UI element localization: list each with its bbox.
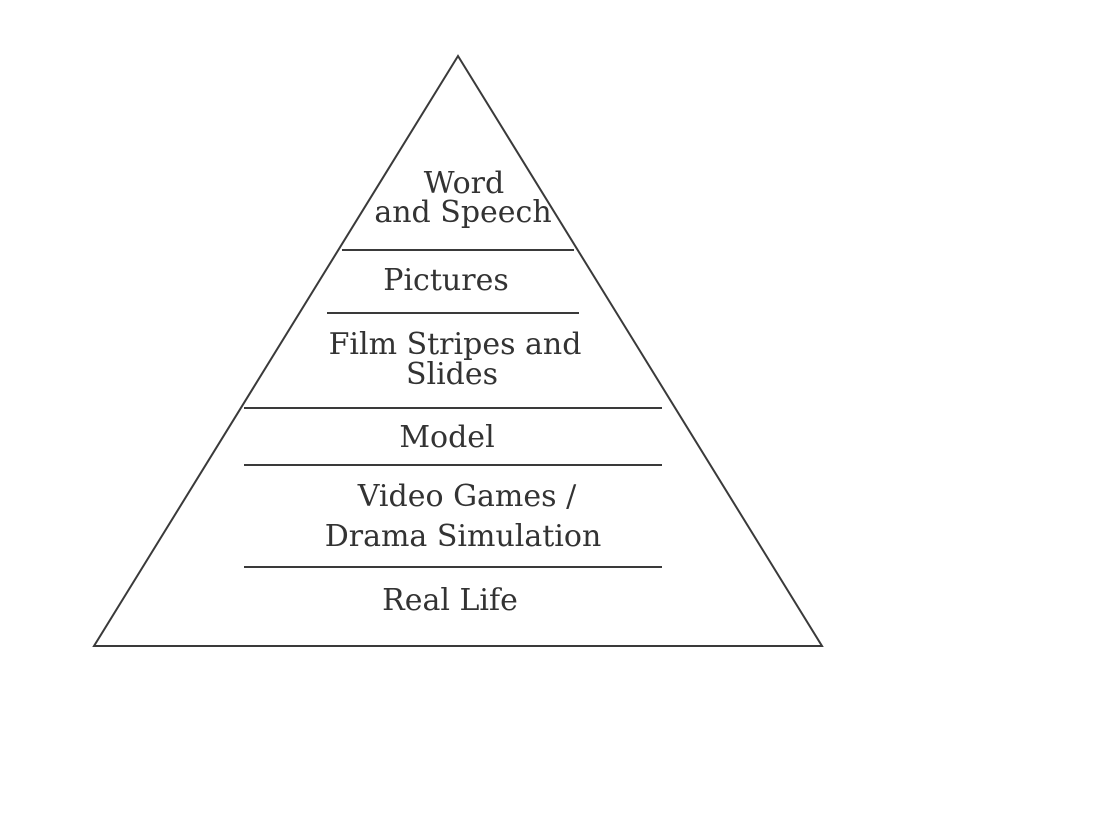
tier-real-life: Real Life <box>382 583 518 618</box>
tier-model: Model <box>399 420 494 455</box>
tier-film-stripes-line-2: Slides <box>406 357 498 392</box>
tier-word-and-speech-line-1: Word <box>424 166 504 201</box>
tier-word-and-speech-line-2: and Speech <box>374 195 551 230</box>
pyramid-outline <box>92 54 824 647</box>
tier-video-games-line-1: Video Games / <box>357 479 577 514</box>
tier-film-stripes-line-1: Film Stripes and <box>329 327 582 362</box>
tier-pictures: Pictures <box>383 263 508 298</box>
tier-video-games-line-2: Drama Simulation <box>325 519 602 554</box>
